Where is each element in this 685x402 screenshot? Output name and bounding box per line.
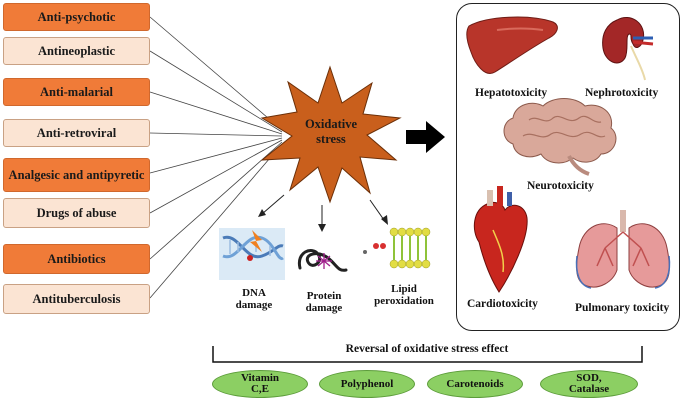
protein-damage-label: Protein damage [294,290,354,314]
drug-category-label: Antineoplastic [37,43,116,58]
protein-label-line1: Protein [306,290,342,302]
drug-category-box: Analgesic and antipyretic [3,158,150,192]
drug-category-label: Anti-retroviral [36,125,117,140]
antioxidant-label: SOD,Catalase [569,373,609,395]
antioxidant-label: Carotenoids [446,377,504,390]
oxidative-stress-star [260,65,402,204]
nephrotoxicity-label: Nephrotoxicity [585,87,659,99]
antioxidant-label-line2: Catalase [568,383,610,395]
big-right-arrow [406,121,445,153]
protein-image [297,249,348,272]
arrowhead-dna [258,209,266,217]
drug-category-label: Drugs of abuse [36,205,117,220]
organ-toxicity-panel: Hepatotoxicity Nephrotoxicity Neurotoxic… [456,3,680,331]
drug-category-label: Antibiotics [47,251,106,266]
lipid-label-line1: Lipid [391,283,417,295]
antioxidant-label-line1: Polyphenol [340,377,394,390]
effect-arrows [261,194,385,225]
antioxidant-label-line2: C,E [250,383,270,395]
reversal-title: Reversal of oxidative stress effect [345,343,509,355]
lungs-image [575,210,671,289]
dna-label-line1: DNA [242,287,266,299]
antioxidant-label-line1: SOD, [576,372,602,384]
drug-category-box: Anti-psychotic [3,3,150,31]
drug-category-box: Anti-malarial [3,78,150,106]
antioxidant-label-line1: Carotenoids [446,377,504,390]
stress-label-line1: Oxidative [304,117,358,131]
brain-image [503,98,617,176]
kidney-image [602,17,654,81]
lipid-peroxidation-label: Lipid peroxidation [364,283,444,307]
pulmonary-toxicity-label: Pulmonary toxicity [575,302,670,314]
neurotoxicity-label: Neurotoxicity [527,180,594,192]
drug-connector-lines [149,16,283,299]
cardiotoxicity-label: Cardiotoxicity [467,298,538,310]
lipid-image [363,227,431,269]
arrowhead-lipid [381,215,388,225]
drug-category-label: Anti-psychotic [37,9,116,24]
heart-image [473,186,528,293]
oxidative-stress-label: Oxidative stress [281,117,381,147]
lipid-label-line2: peroxidation [374,295,434,307]
drug-category-box: Antineoplastic [3,37,150,65]
protein-label-line2: damage [305,302,343,314]
drug-category-label: Analgesic and antipyretic [8,167,145,182]
drug-category-box: Antituberculosis [3,284,150,314]
drug-category-box: Antibiotics [3,244,150,274]
antioxidant-ellipse: SOD,Catalase [540,370,638,398]
dna-image [219,228,285,280]
drug-category-box: Anti-retroviral [3,119,150,147]
antioxidant-ellipse: Carotenoids [427,370,523,398]
dna-label-line2: damage [235,299,273,311]
hepatotoxicity-label: Hepatotoxicity [475,87,548,99]
antioxidant-label: Polyphenol [340,377,394,390]
liver-image [466,16,558,74]
drug-category-box: Drugs of abuse [3,198,150,228]
organ-images [466,16,671,293]
arrowhead-protein [318,224,326,232]
stress-label-line2: stress [316,132,346,146]
drug-category-label: Antituberculosis [32,291,121,306]
drug-category-label: Anti-malarial [40,84,113,99]
antioxidant-ellipse: Polyphenol [319,370,415,398]
antioxidant-label-line1: Vitamin [240,372,280,384]
dna-damage-label: DNA damage [224,287,284,311]
